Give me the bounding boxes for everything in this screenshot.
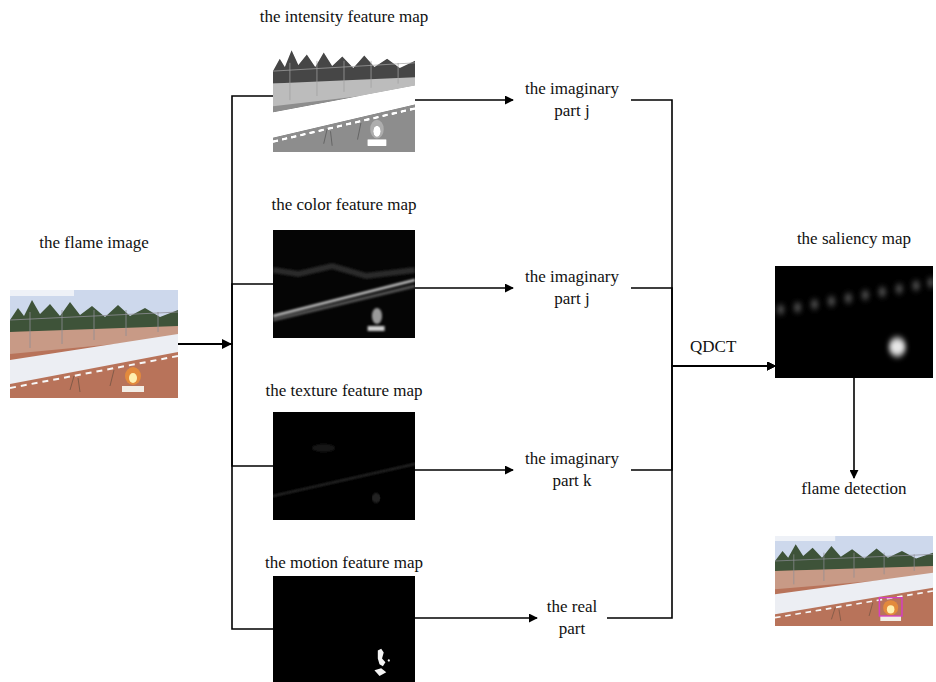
flow-connector — [631, 366, 775, 470]
flow-connector — [631, 288, 775, 366]
feature-image — [273, 40, 415, 152]
image-panel: the color feature map — [273, 194, 415, 338]
flow-connector — [178, 96, 273, 344]
flow-connector — [853, 378, 855, 478]
part-label: the real part — [537, 596, 607, 640]
image-caption: the flame image — [39, 232, 149, 254]
image-caption: the intensity feature map — [260, 6, 429, 28]
image-caption: the saliency map — [797, 228, 911, 250]
image-panel: the motion feature map — [273, 552, 415, 682]
part-label: the imaginary part j — [513, 78, 631, 122]
feature-image — [273, 412, 415, 520]
part-label: the imaginary part j — [513, 266, 631, 310]
flow-connector — [178, 284, 273, 344]
flow-connector — [415, 99, 513, 101]
feature-image — [273, 230, 415, 338]
image-caption: the color feature map — [272, 194, 417, 216]
flow-connector — [178, 344, 273, 629]
image-panel: the intensity feature map — [273, 6, 415, 152]
feature-image — [10, 290, 178, 398]
image-caption: flame detection — [801, 478, 906, 500]
image-picture — [775, 536, 933, 626]
image-caption: the motion feature map — [265, 552, 423, 574]
image-picture — [10, 290, 178, 398]
feature-image — [775, 266, 933, 378]
flow-connector — [178, 344, 273, 466]
image-picture — [273, 230, 415, 338]
flow-connector — [631, 100, 775, 366]
part-text: the real part — [537, 596, 607, 640]
part-text: the imaginary part j — [513, 78, 631, 122]
image-picture — [273, 412, 415, 520]
image-caption: the texture feature map — [265, 380, 422, 402]
part-text: the imaginary part j — [513, 266, 631, 310]
image-panel: the texture feature map — [273, 380, 415, 520]
image-picture — [775, 266, 933, 378]
flow-connector — [415, 287, 513, 289]
flow-connector — [415, 469, 513, 471]
feature-image — [273, 576, 415, 682]
flow-connector — [607, 366, 775, 618]
image-panel: the saliency map — [775, 228, 933, 378]
image-picture — [273, 40, 415, 152]
part-text: the imaginary part k — [513, 448, 631, 492]
edge-group — [178, 96, 854, 629]
part-label: the imaginary part k — [513, 448, 631, 492]
transform-label: QDCT — [690, 336, 736, 358]
image-panel: the flame image — [10, 232, 178, 398]
image-panel: flame detection — [775, 478, 933, 626]
bracket-arrowhead — [222, 339, 232, 349]
flow-connector — [415, 617, 537, 619]
feature-image — [775, 536, 933, 626]
image-picture — [273, 576, 415, 682]
